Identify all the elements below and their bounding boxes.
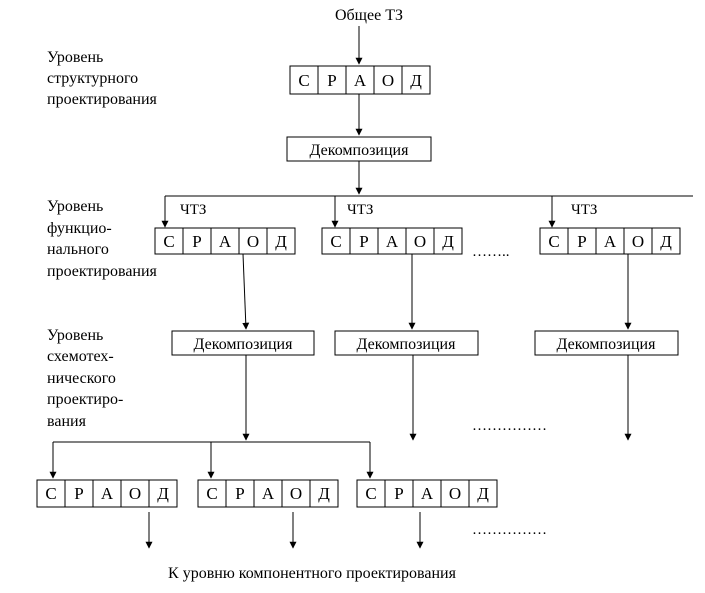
decomposition-label: Декомпозиция (557, 336, 657, 353)
ellipsis-bottom: …………… (472, 522, 547, 538)
sradod-cell-r: Р (74, 484, 83, 503)
sradod-cell-s: С (45, 484, 56, 503)
sradod-cell-s: С (206, 484, 217, 503)
ellipsis-functional: …….. (472, 244, 510, 260)
sradod-cell-s: С (298, 71, 309, 90)
decomposition-label: Декомпозиция (310, 142, 410, 159)
level-functional-line-1: Уровень (47, 198, 103, 215)
component-level-label: К уровню компонентного проектирования (168, 565, 457, 582)
chtz-label-3: ЧТЗ (571, 202, 597, 218)
sradod-cell-o: О (632, 232, 644, 251)
sradod-cell-r: Р (359, 232, 368, 251)
sradod-cell-s: С (548, 232, 559, 251)
sradod-cell-s: С (330, 232, 341, 251)
level-schematic-line-3: нического (47, 370, 116, 387)
sradod-cell-a: А (354, 71, 367, 90)
decomposition-box-schematic-3: Декомпозиция (534, 330, 679, 356)
sradod-cell-d: Д (660, 232, 672, 251)
sradod-cell-r: Р (235, 484, 244, 503)
sradod-cell-r: Р (577, 232, 586, 251)
sradod-cell-d: Д (410, 71, 422, 90)
sradod-cell-d: Д (318, 484, 330, 503)
sradod-structural: С Р А О Д (289, 65, 431, 95)
sradod-cell-a: А (262, 484, 275, 503)
level-functional-label: Уровень функцио- нального проектирования (47, 198, 158, 280)
level-schematic-line-2: схемотех- (47, 348, 114, 365)
sradod-cell-r: Р (192, 232, 201, 251)
sradod-cell-a: А (421, 484, 434, 503)
sradod-cell-s: С (365, 484, 376, 503)
level-structural-label: Уровень структурного проектирования (47, 49, 158, 108)
sradod-functional-3: С Р А О Д (539, 227, 681, 255)
sradod-cell-a: А (386, 232, 399, 251)
sradod-lower-3: С Р А О Д (356, 479, 498, 508)
sradod-lower-1: С Р А О Д (36, 479, 178, 508)
sradod-cell-o: О (449, 484, 461, 503)
sradod-cell-o: О (414, 232, 426, 251)
general-spec-label: Общее ТЗ (335, 7, 403, 24)
sradod-cell-a: А (604, 232, 617, 251)
level-functional-line-4: проектирования (47, 263, 158, 280)
sradod-cell-o: О (129, 484, 141, 503)
sradod-cell-o: О (290, 484, 302, 503)
level-schematic-line-1: Уровень (47, 327, 103, 344)
decomposition-label: Декомпозиция (357, 336, 457, 353)
sradod-cell-d: Д (157, 484, 169, 503)
level-schematic-label: Уровень схемотех- нического проектиро- в… (47, 327, 123, 430)
sradod-cell-a: А (101, 484, 114, 503)
chtz-label-1: ЧТЗ (180, 202, 206, 218)
sradod-cell-d: Д (275, 232, 287, 251)
ellipsis-schematic: …………… (472, 418, 547, 434)
decomposition-label: Декомпозиция (194, 336, 294, 353)
sradod-cell-r: Р (327, 71, 336, 90)
sradod-functional-2: С Р А О Д (321, 227, 463, 255)
level-structural-line-3: проектирования (47, 91, 158, 108)
level-structural-line-1: Уровень (47, 49, 103, 66)
decomposition-box-schematic-2: Декомпозиция (334, 330, 479, 356)
sradod-lower-2: С Р А О Д (197, 479, 339, 508)
decomposition-box-top: Декомпозиция (286, 136, 432, 162)
level-schematic-line-5: вания (47, 413, 87, 430)
sradod-cell-o: О (247, 232, 259, 251)
level-schematic-line-4: проектиро- (47, 391, 123, 408)
level-functional-line-2: функцио- (47, 220, 112, 237)
sradod-cell-a: А (219, 232, 232, 251)
chtz-label-2: ЧТЗ (347, 202, 373, 218)
level-functional-line-3: нального (47, 241, 109, 258)
sradod-cell-s: С (163, 232, 174, 251)
arrow-func1-to-decomp (242, 253, 250, 330)
sradod-cell-r: Р (394, 484, 403, 503)
sradod-cell-d: Д (477, 484, 489, 503)
decomposition-box-schematic-1: Декомпозиция (171, 330, 315, 356)
sradod-functional-1: С Р А О Д (154, 227, 296, 255)
level-structural-line-2: структурного (47, 70, 138, 87)
sradod-cell-o: О (382, 71, 394, 90)
sradod-cell-d: Д (442, 232, 454, 251)
